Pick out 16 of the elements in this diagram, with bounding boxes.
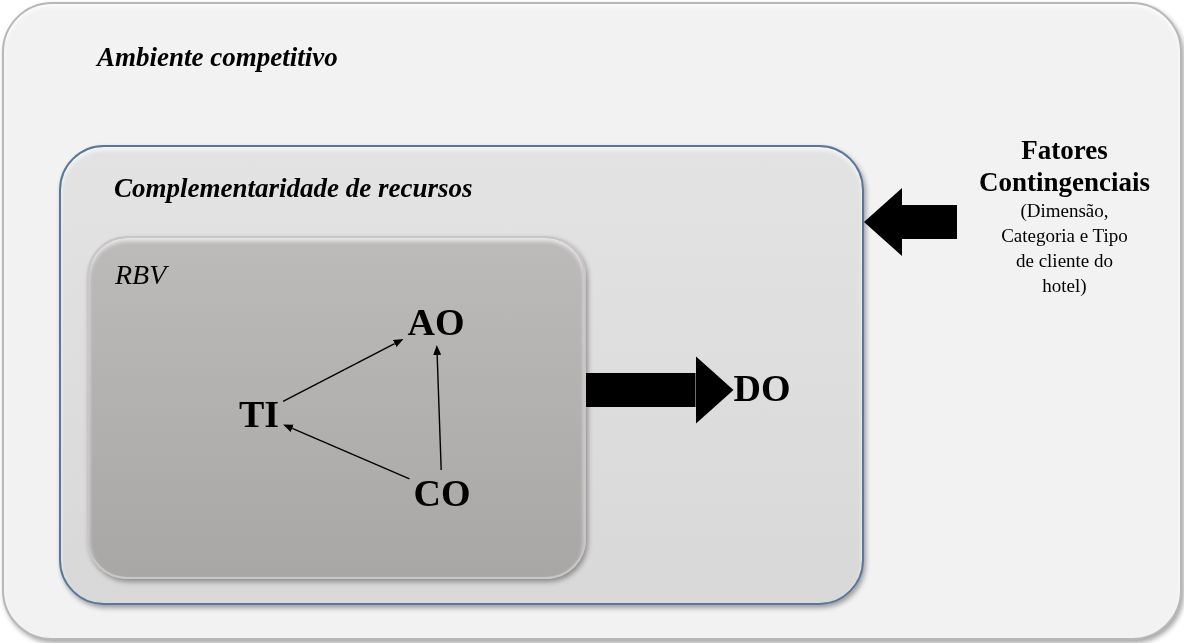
panel-title: Ambiente competitivo [97,42,338,73]
factor-heading: Fatores Contingenciais [978,134,1151,198]
arrow [433,345,442,471]
node-label: DO [733,369,791,407]
arrow [586,356,734,424]
node-label: AO [407,303,465,341]
panel-title: Complementaridade de recursos [114,173,473,204]
rbv-panel [87,236,586,579]
inner-panel [59,145,864,605]
arrow [864,188,957,256]
node-label: CO [413,474,471,512]
node-label: TI [238,395,280,433]
arrow [283,424,411,480]
arrow [282,338,404,403]
factor-description: (Dimensão, Categoria e Tipo de cliente do hotel) [1000,199,1129,298]
panel-title: RBV [115,259,167,291]
